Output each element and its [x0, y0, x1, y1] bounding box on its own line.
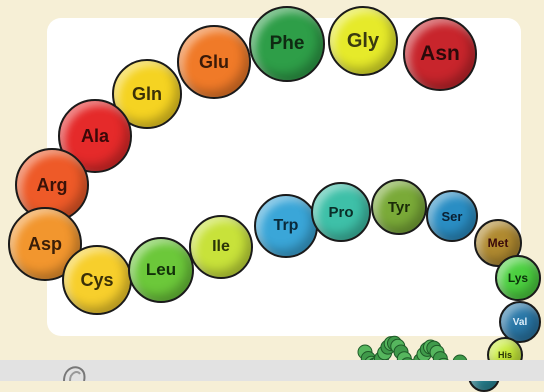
amino-acid-label: Ile: [212, 238, 230, 255]
amino-acid-gln: Gln: [112, 59, 182, 129]
amino-acid-ser: Ser: [426, 190, 478, 242]
amino-acid-label: Arg: [36, 174, 68, 195]
amino-acid-phe: Phe: [249, 6, 325, 82]
amino-acid-ile: Ile: [189, 215, 253, 279]
amino-acid-label: Val: [512, 316, 528, 328]
amino-acid-label: Cys: [80, 269, 114, 290]
amino-acid-label: Asn: [420, 42, 460, 65]
amino-acid-label: Tyr: [387, 198, 411, 216]
amino-acid-label: Gly: [346, 29, 380, 52]
amino-acid-label: Asp: [27, 233, 62, 254]
amino-acid-label: Leu: [145, 260, 177, 279]
amino-acid-label: Lys: [507, 271, 529, 285]
amino-acid-trp: Trp: [254, 194, 318, 258]
paperclip-icon: [63, 366, 86, 381]
amino-acid-lys: Lys: [495, 255, 541, 301]
amino-acid-label: Pro: [328, 203, 354, 221]
amino-acid-label: Gln: [132, 83, 162, 104]
amino-acid-asn: Asn: [403, 17, 477, 91]
amino-acid-label: Ala: [80, 125, 109, 146]
amino-acid-label: Phe: [269, 33, 305, 54]
amino-acid-label: Glu: [199, 51, 229, 72]
amino-acid-cys: Cys: [62, 245, 132, 315]
bottom-toolbar: [0, 360, 544, 381]
amino-acid-glu: Glu: [177, 25, 251, 99]
amino-acid-gly: Gly: [328, 6, 398, 76]
amino-acid-label: Trp: [273, 217, 299, 234]
amino-acid-label: Met: [487, 236, 509, 250]
amino-acid-pro: Pro: [311, 182, 371, 242]
amino-acid-label: Ser: [441, 208, 463, 224]
amino-acid-leu: Leu: [128, 237, 194, 303]
amino-acid-tyr: Tyr: [371, 179, 427, 235]
